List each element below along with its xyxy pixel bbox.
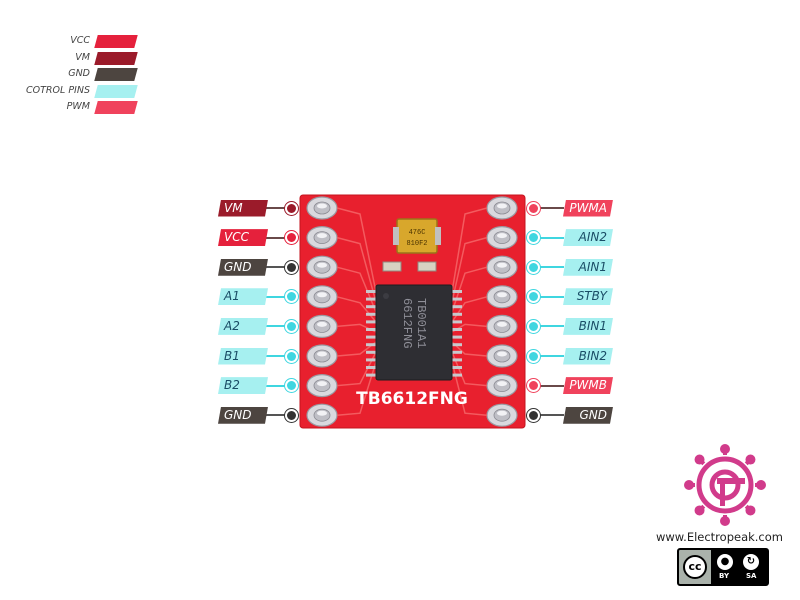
by-label: BY — [719, 572, 730, 580]
by-person-icon: ● — [717, 554, 733, 570]
pin-label-a2: A2 — [218, 317, 268, 335]
pin-dot — [527, 260, 540, 274]
pin-label-pwma: PWMA — [563, 199, 613, 217]
pin-wire — [256, 325, 286, 328]
pin-label-gnd: GND — [563, 406, 613, 424]
pin-wire — [256, 355, 286, 357]
pin-dot — [527, 201, 540, 215]
ic-chip — [375, 284, 453, 381]
cc-by-sa-badge[interactable]: cc ● ↻ BY SA — [677, 548, 769, 586]
pin-label-stby: STBY — [563, 288, 613, 306]
header-pad — [486, 314, 518, 338]
header-pad — [306, 226, 338, 250]
header-pad — [486, 255, 518, 279]
pin-wire — [540, 384, 564, 387]
pin-label-gnd: GND — [218, 258, 268, 276]
header-pad — [306, 344, 338, 368]
left-header-pads — [306, 196, 338, 427]
pin-dot — [527, 408, 540, 422]
pin-wire — [256, 236, 286, 239]
smd-resistor — [417, 261, 437, 272]
ic-legs — [366, 290, 462, 377]
ic-marking: 6612FNG — [400, 298, 414, 348]
legend-label: VCC — [70, 35, 90, 46]
pin-dot — [285, 260, 298, 274]
smd-resistor — [382, 261, 402, 272]
pcb-traces — [336, 207, 488, 416]
legend-item: VCC — [0, 34, 140, 50]
pin-dot — [527, 349, 540, 363]
header-pad — [486, 374, 518, 398]
pin-wire — [540, 295, 564, 298]
pin-dot — [285, 349, 298, 363]
pin-label-vm: VM — [218, 199, 268, 217]
header-pad — [486, 344, 518, 368]
capacitor-marking: 476C — [409, 229, 426, 237]
pin-dot — [285, 408, 298, 422]
header-pad — [486, 403, 518, 427]
header-pad — [486, 226, 518, 250]
pin-dot — [285, 319, 298, 333]
legend-item: COTROL PINS — [0, 84, 140, 100]
pin-wire — [256, 384, 286, 387]
legend-label: COTROL PINS — [26, 84, 90, 96]
cc-icon: cc — [683, 555, 707, 579]
header-pad — [486, 285, 518, 309]
capacitor-marking: 810F2 — [406, 240, 427, 248]
pin-label-pwmb: PWMB — [563, 377, 613, 395]
pin-wire — [256, 207, 286, 209]
legend-item: VM — [0, 51, 140, 67]
pin-wire — [256, 414, 286, 417]
header-pad — [306, 403, 338, 427]
pin-label-gnd: GND — [218, 406, 268, 424]
pin-wire — [540, 236, 564, 239]
header-pad — [306, 374, 338, 398]
header-pad — [306, 255, 338, 279]
pin-dot — [527, 379, 540, 393]
header-pad — [306, 314, 338, 338]
sa-label: SA — [746, 572, 757, 580]
pin-label-ain1: AIN1 — [563, 258, 613, 276]
share-alike-icon: ↻ — [743, 554, 759, 570]
pin-wire — [540, 414, 564, 417]
pin-dot — [285, 290, 298, 304]
electropeak-url[interactable]: www.Electropeak.com — [656, 530, 783, 544]
pin-label-a1: A1 — [218, 288, 268, 306]
pin-dot — [527, 319, 540, 333]
header-pad — [306, 285, 338, 309]
ic-pin1-dot — [383, 293, 389, 299]
legend-label: PWM — [66, 101, 90, 112]
pin-dot — [285, 231, 298, 245]
pin-label-b1: B1 — [218, 347, 268, 365]
header-pad — [306, 196, 338, 220]
legend-label: GND — [68, 68, 90, 79]
pin-dot — [527, 231, 540, 245]
pin-label-ain2: AIN2 — [563, 229, 613, 247]
pin-wire — [256, 295, 286, 298]
ic-marking: TB001A1 — [414, 298, 428, 348]
electropeak-logo-icon — [684, 444, 766, 526]
pin-label-bin1: BIN1 — [563, 317, 613, 335]
pin-wire — [540, 266, 564, 269]
legend-item: PWM — [0, 100, 140, 116]
pin-wire — [540, 355, 564, 357]
pin-dot — [527, 290, 540, 304]
legend-item: GND — [0, 67, 140, 83]
pin-wire — [540, 207, 564, 209]
right-header-pads — [486, 196, 518, 427]
pin-label-vcc: VCC — [218, 229, 268, 247]
pin-dot — [285, 201, 298, 215]
pin-label-b2: B2 — [218, 377, 268, 395]
pin-label-bin2: BIN2 — [563, 347, 613, 365]
pin-dot — [285, 379, 298, 393]
pin-wire — [540, 325, 564, 328]
board-title: TB6612FNG — [356, 389, 468, 409]
legend-label: VM — [75, 51, 90, 63]
header-pad — [486, 196, 518, 220]
pin-wire — [256, 266, 286, 269]
